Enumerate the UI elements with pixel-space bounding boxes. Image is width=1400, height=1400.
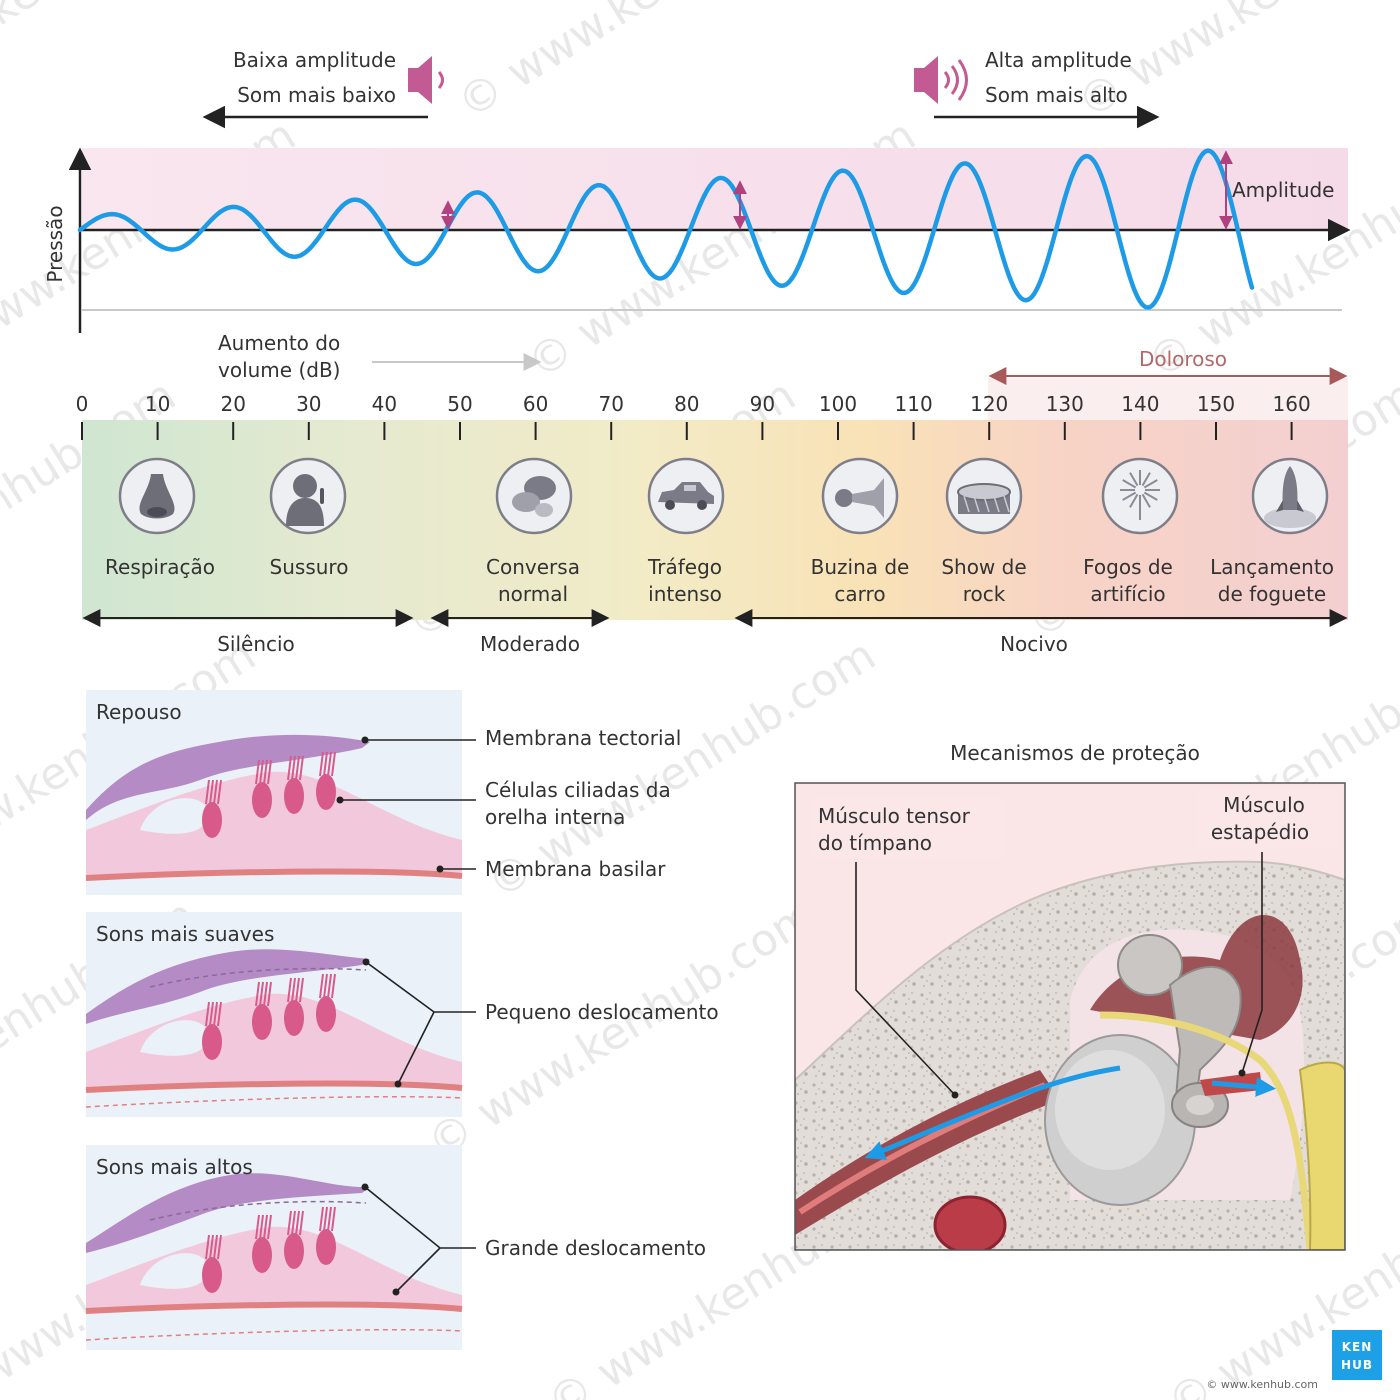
rocket-icon	[1251, 457, 1329, 535]
source-label-line1: Fogos de	[1083, 555, 1173, 579]
drum-icon	[945, 457, 1023, 535]
watermark-text: © www.kenhub.com	[0, 0, 234, 129]
middle-ear-illustration	[795, 783, 1345, 1250]
tick-label: 30	[296, 392, 321, 416]
protection-frame	[794, 782, 1346, 1251]
cochlea-panels	[85, 690, 463, 1350]
pressure-label: Pressão	[43, 205, 67, 282]
panel-title-rest: Repouso	[96, 700, 182, 724]
fireworks-icon	[1101, 457, 1179, 535]
source-label-line1: Lançamento	[1210, 555, 1334, 579]
stapedius-label-line2: estapédio	[1211, 820, 1309, 844]
amplitude-label: Amplitude	[1232, 178, 1335, 202]
low-amplitude-label: Baixa amplitude	[233, 48, 396, 72]
tick-label: 40	[372, 392, 397, 416]
tensor-muscle-label-line2: do tímpano	[818, 831, 932, 855]
volume-title-line2: volume (dB)	[218, 358, 340, 382]
speaker-quiet-icon	[408, 56, 444, 104]
stapedius-leader-line	[1241, 852, 1263, 1074]
source-label-line1: Sussuro	[270, 555, 349, 579]
source-label-line2: artifício	[1090, 582, 1165, 606]
source-whisper: Sussuro	[269, 457, 349, 579]
decibel-ticks: 0 10 20 30 40 50 60 70 80 90 100 110 120 130 140 150 160	[76, 392, 1311, 440]
source-label-line1: Buzina de	[811, 555, 910, 579]
tectorial-membrane-label: Membrana tectorial	[485, 726, 681, 750]
tick-label: 0	[76, 392, 89, 416]
source-label-line1: Conversa	[486, 555, 580, 579]
cochlea-panel	[85, 690, 463, 895]
moderate-label: Moderado	[480, 632, 580, 656]
basilar-membrane-label: Membrana basilar	[485, 857, 666, 881]
horn-icon	[821, 457, 899, 535]
tick-label: 70	[598, 392, 623, 416]
tensor-leader-line	[855, 862, 956, 1096]
source-rocket: Lançamento de foguete	[1210, 457, 1334, 606]
stapedius-leader-dot	[1238, 1069, 1246, 1077]
tick-label: 130	[1046, 392, 1084, 416]
whisper-icon	[269, 457, 347, 535]
source-label-line2: carro	[834, 582, 885, 606]
logo-text-line2: HUB	[1341, 1358, 1373, 1372]
sound-sources: Respiração Sussuro Conversa normal Tráfego in…	[105, 457, 1334, 606]
small-displacement-label: Pequeno deslocamento	[485, 1000, 719, 1024]
source-label-line1: Show de	[941, 555, 1026, 579]
silence-label: Silêncio	[217, 632, 295, 656]
cochlea-leader-dots	[336, 736, 444, 1296]
source-horn: Buzina de carro	[811, 457, 910, 606]
watermark-text: © www.kenhub.com	[419, 890, 825, 1170]
car-icon	[647, 457, 725, 535]
source-label-line1: Tráfego	[647, 555, 722, 579]
source-speech-bubbles: Conversa normal	[486, 457, 580, 606]
panel-title-softer: Sons mais suaves	[96, 922, 274, 946]
painful-label: Doloroso	[1139, 347, 1227, 371]
tick-label: 80	[674, 392, 699, 416]
source-label-line2: rock	[963, 582, 1006, 606]
tick-label: 90	[750, 392, 775, 416]
louder-sound-label: Som mais alto	[985, 83, 1128, 107]
copyright-text: © www.kenhub.com	[1206, 1378, 1318, 1391]
panel-title-louder: Sons mais altos	[96, 1155, 253, 1179]
tick-label: 110	[895, 392, 933, 416]
tick-label: 160	[1273, 392, 1311, 416]
painful-band	[988, 378, 1348, 420]
source-fireworks: Fogos de artifício	[1083, 457, 1179, 606]
tick-label: 20	[220, 392, 245, 416]
high-amplitude-label: Alta amplitude	[985, 48, 1132, 72]
tick-label: 120	[970, 392, 1008, 416]
hair-cells-label-line1: Células ciliadas da	[485, 778, 671, 802]
logo-text-line1: KEN	[1342, 1340, 1373, 1354]
source-label-line2: intenso	[648, 582, 722, 606]
tick-label: 150	[1197, 392, 1235, 416]
tick-label: 50	[447, 392, 472, 416]
volume-title-line1: Aumento do	[218, 331, 340, 355]
tensor-muscle-label-line1: Músculo tensor	[818, 804, 971, 828]
kenhub-logo	[1332, 1330, 1382, 1380]
source-label-line2: normal	[498, 582, 568, 606]
tensor-leader-dot	[951, 1091, 959, 1099]
speech-bubbles-icon	[495, 457, 573, 535]
stapedius-label-line1: Músculo	[1223, 793, 1305, 817]
watermark-text: © www.kenhub.com	[449, 0, 855, 129]
harmful-label: Nocivo	[1000, 632, 1068, 656]
speaker-loud-icon	[914, 56, 968, 104]
tick-label: 140	[1121, 392, 1159, 416]
source-car: Tráfego intenso	[647, 457, 725, 606]
large-displacement-label: Grande deslocamento	[485, 1236, 706, 1260]
protection-title: Mecanismos de proteção	[950, 741, 1200, 765]
cochlea-panel	[85, 1145, 463, 1350]
quieter-sound-label: Som mais baixo	[237, 83, 396, 107]
tick-label: 100	[819, 392, 857, 416]
source-label-line1: Respiração	[105, 555, 215, 579]
tick-label: 10	[145, 392, 170, 416]
tick-label: 60	[523, 392, 548, 416]
source-nose: Respiração	[105, 457, 215, 579]
nose-icon	[118, 457, 196, 535]
sound-wave	[77, 148, 1255, 310]
hair-cells-label-line2: orelha interna	[485, 805, 625, 829]
source-label-line2: de foguete	[1218, 582, 1326, 606]
cochlea-leader-lines	[340, 739, 476, 1293]
source-drum: Show de rock	[941, 457, 1027, 606]
amplitude-band	[82, 148, 1348, 230]
